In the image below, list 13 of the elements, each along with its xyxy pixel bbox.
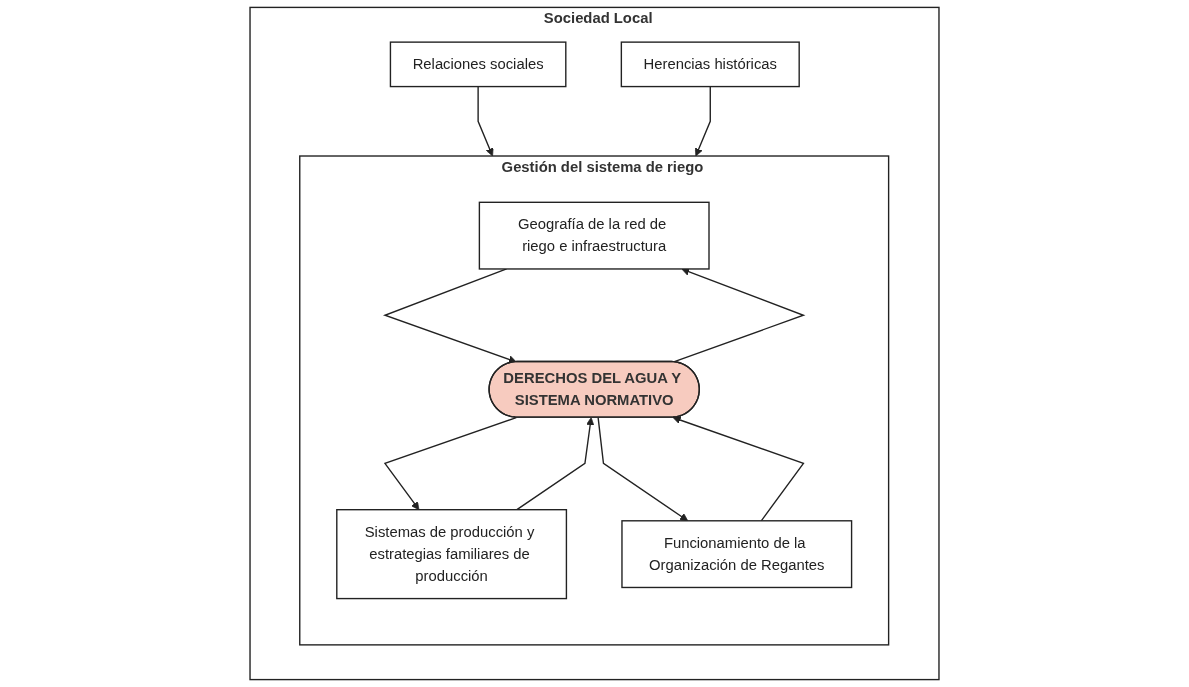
arrow xyxy=(382,268,517,364)
node-box: Relaciones sociales xyxy=(389,41,567,88)
node-box: Herencias históricas xyxy=(620,41,800,88)
arrow xyxy=(516,417,595,511)
node-box: Geografía de la red de riego e infraestructura xyxy=(478,201,710,270)
arrow xyxy=(672,267,806,363)
arrow xyxy=(672,416,805,522)
arrow xyxy=(383,416,517,511)
arrow xyxy=(694,85,711,157)
node-box: Funcionamiento de la Organización de Regantes xyxy=(621,520,853,589)
arrow xyxy=(477,85,494,157)
node-box: Sistemas de producción y estrategias familiares de producción xyxy=(336,509,568,600)
arrow xyxy=(597,416,689,522)
